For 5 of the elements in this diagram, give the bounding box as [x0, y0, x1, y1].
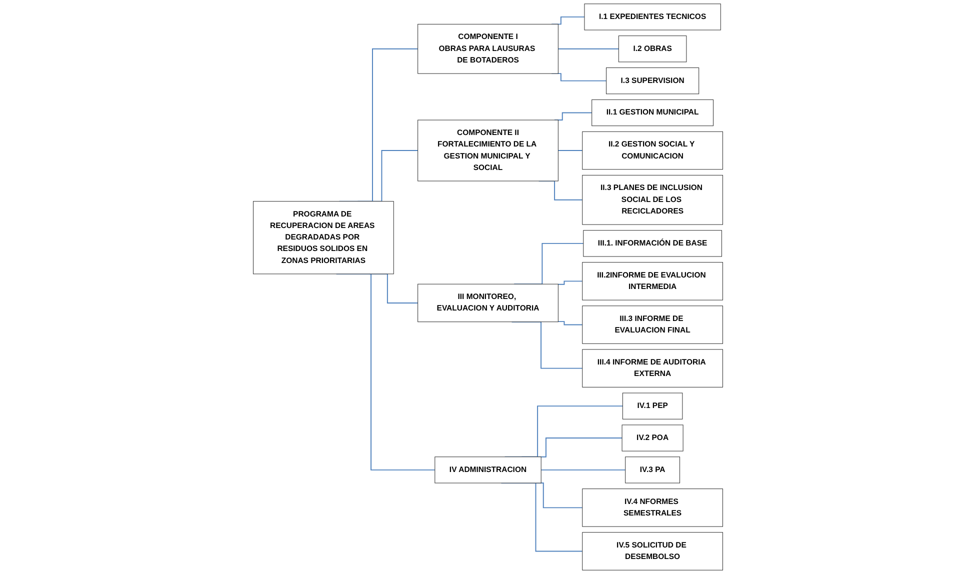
connector [558, 48, 620, 50]
connector [540, 469, 626, 470]
connector [558, 280, 583, 285]
connector [558, 321, 583, 326]
connector [558, 150, 583, 151]
